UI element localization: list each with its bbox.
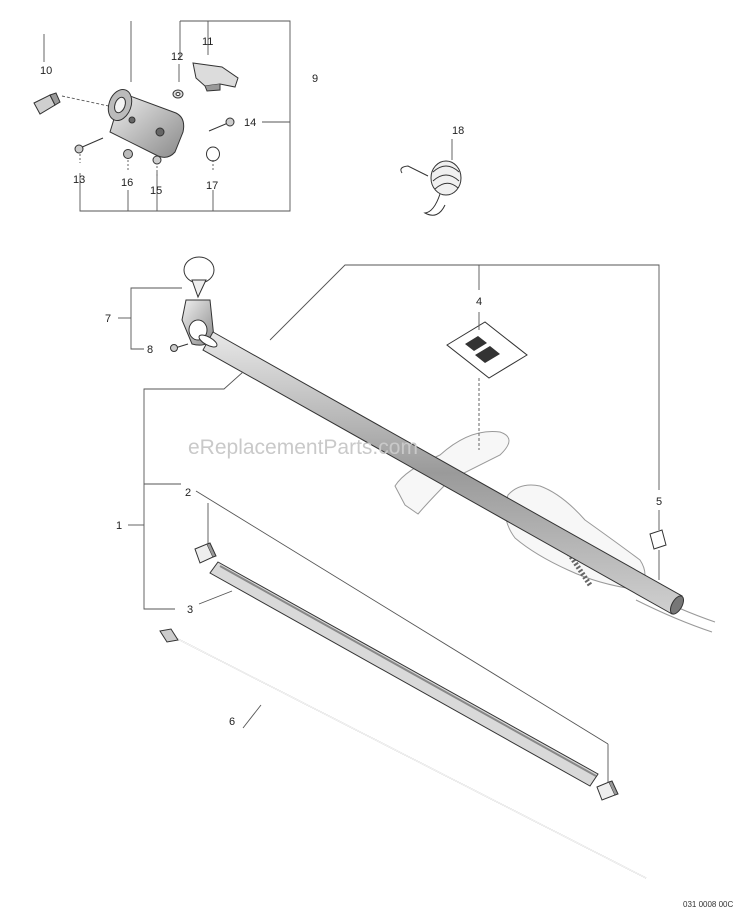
liner-2-3 xyxy=(195,490,609,787)
bracket-4-and-1 xyxy=(128,264,660,610)
callout-12: 12 xyxy=(171,51,183,63)
decal-5 xyxy=(649,529,667,550)
bracket-9-frame xyxy=(43,20,291,212)
callout-13: 13 xyxy=(73,174,85,186)
o-ring-17 xyxy=(206,146,220,162)
callout-5: 5 xyxy=(656,496,662,508)
callout-7: 7 xyxy=(105,313,111,325)
cap-2-lower xyxy=(596,780,619,801)
screw-8 xyxy=(170,343,189,352)
callout-14: 14 xyxy=(244,117,256,129)
callout-18: 18 xyxy=(452,125,464,137)
callout-15: 15 xyxy=(150,185,162,197)
nut-15 xyxy=(152,155,162,165)
watermark: eReplacementParts.com xyxy=(188,436,418,459)
callout-6: 6 xyxy=(229,716,235,728)
callout-3: 3 xyxy=(187,604,193,616)
hanger-7 xyxy=(181,256,215,346)
drive-shaft-tube-4 xyxy=(198,331,685,615)
cap-10 xyxy=(33,92,61,115)
flex-shaft-6 xyxy=(159,628,647,879)
callout-17: 17 xyxy=(206,180,218,192)
callout-8: 8 xyxy=(147,344,153,356)
nut-16 xyxy=(123,149,133,159)
decal-label xyxy=(446,321,528,379)
clamp-body xyxy=(107,89,185,158)
callout-2: 2 xyxy=(185,487,191,499)
callout-16: 16 xyxy=(121,177,133,189)
callout-4: 4 xyxy=(476,296,482,308)
washer-12-hole xyxy=(175,92,181,96)
callout-10: 10 xyxy=(40,65,52,77)
cap-2-upper xyxy=(194,542,217,564)
bolt-13 xyxy=(74,137,104,154)
screw-14 xyxy=(208,117,235,132)
bracket-7 xyxy=(130,287,182,350)
callout-9: 9 xyxy=(312,73,318,85)
callout-1: 1 xyxy=(116,520,122,532)
drawing-code: 031 0008 00C xyxy=(683,900,733,909)
callout-11: 11 xyxy=(202,36,213,48)
spring-18 xyxy=(400,139,462,216)
wing-knob-11 xyxy=(192,62,239,92)
